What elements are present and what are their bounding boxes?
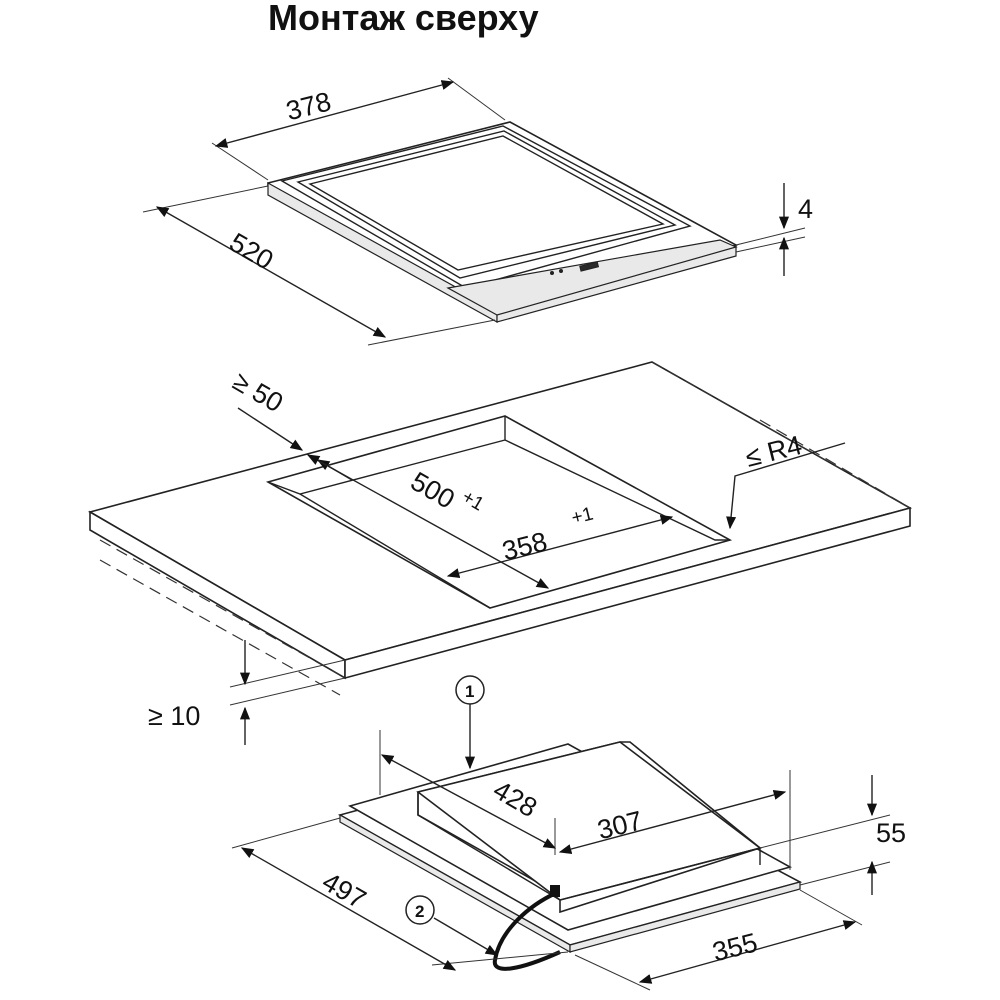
- dim-min-clearance: ≥ 10: [148, 640, 346, 745]
- control-logo: [579, 261, 600, 272]
- worktop-drawing: [87, 361, 913, 696]
- label-housing-height: 55: [876, 818, 906, 848]
- dim-cutout-width: 358 +1: [446, 504, 674, 578]
- callout-1-label: 1: [465, 682, 474, 701]
- dim-hob-thickness: 4: [735, 183, 813, 276]
- hob-drawing: [267, 121, 739, 324]
- label-cutout-width-tolerance: +1: [569, 504, 595, 530]
- label-hob-thickness: 4: [798, 194, 813, 224]
- label-min-edge-distance: ≥ 50: [228, 366, 288, 418]
- label-hob-depth: 520: [224, 227, 278, 276]
- callout-1: 1: [455, 675, 485, 770]
- label-min-clearance: ≥ 10: [148, 701, 200, 731]
- callout-2-label: 2: [415, 902, 424, 921]
- label-housing-depth: 497: [317, 866, 371, 915]
- dim-housing-width: 355: [574, 889, 863, 991]
- dim-housing-height: 55: [759, 775, 906, 895]
- label-hob-width: 378: [283, 86, 334, 126]
- label-housing-width: 355: [709, 927, 760, 967]
- page-title: Монтаж сверху: [268, 0, 539, 38]
- callout-2: 2: [405, 895, 499, 956]
